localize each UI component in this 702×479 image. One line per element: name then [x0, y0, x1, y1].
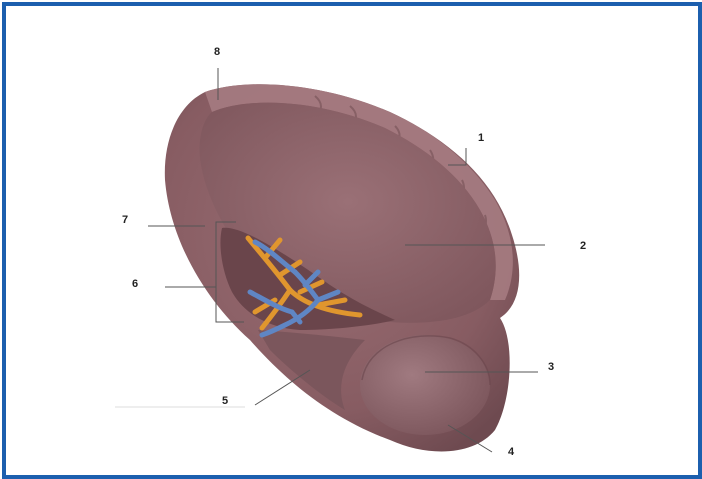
label-2: 2: [580, 240, 586, 252]
label-8: 8: [214, 46, 220, 58]
label-4: 4: [508, 446, 515, 458]
label-6: 6: [132, 278, 138, 290]
label-7: 7: [122, 214, 128, 226]
label-5: 5: [222, 395, 228, 407]
label-1: 1: [478, 132, 484, 144]
label-3: 3: [548, 361, 554, 373]
